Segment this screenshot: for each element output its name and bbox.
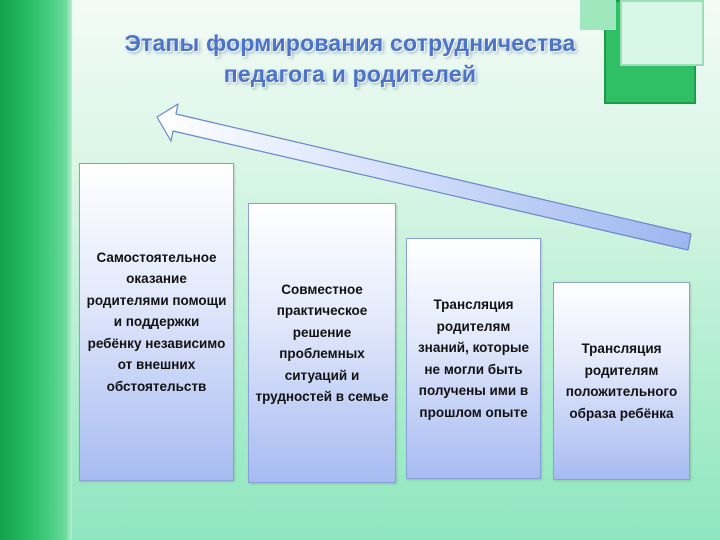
- left-decor-band: [0, 0, 72, 540]
- corner-square-light: [620, 0, 704, 66]
- stage-box-1: Самостоятельное оказание родителями помо…: [79, 163, 234, 481]
- stage-box-1-text: Самостоятельное оказание родителями помо…: [86, 249, 227, 394]
- slide-title-line-1: Этапы формирования сотрудничества: [124, 30, 576, 56]
- corner-square-small: [580, 0, 616, 30]
- stage-box-3-text: Трансляция родителям знаний, которые не …: [417, 297, 530, 420]
- stage-box-2: Совместное практическое решение проблемн…: [248, 203, 396, 483]
- stage-box-4-text: Трансляция родителям положительного обра…: [565, 341, 678, 421]
- stage-box-3: Трансляция родителям знаний, которые не …: [406, 238, 541, 479]
- arrow-shape: [156, 103, 692, 251]
- stage-box-2-text: Совместное практическое решение проблемн…: [255, 281, 389, 405]
- slide-title-line-2: педагога и родителей: [223, 61, 477, 87]
- corner-decoration: [580, 0, 720, 110]
- stage-box-4: Трансляция родителям положительного обра…: [553, 282, 690, 480]
- slide-title: Этапы формирования сотрудничества педаго…: [80, 28, 620, 90]
